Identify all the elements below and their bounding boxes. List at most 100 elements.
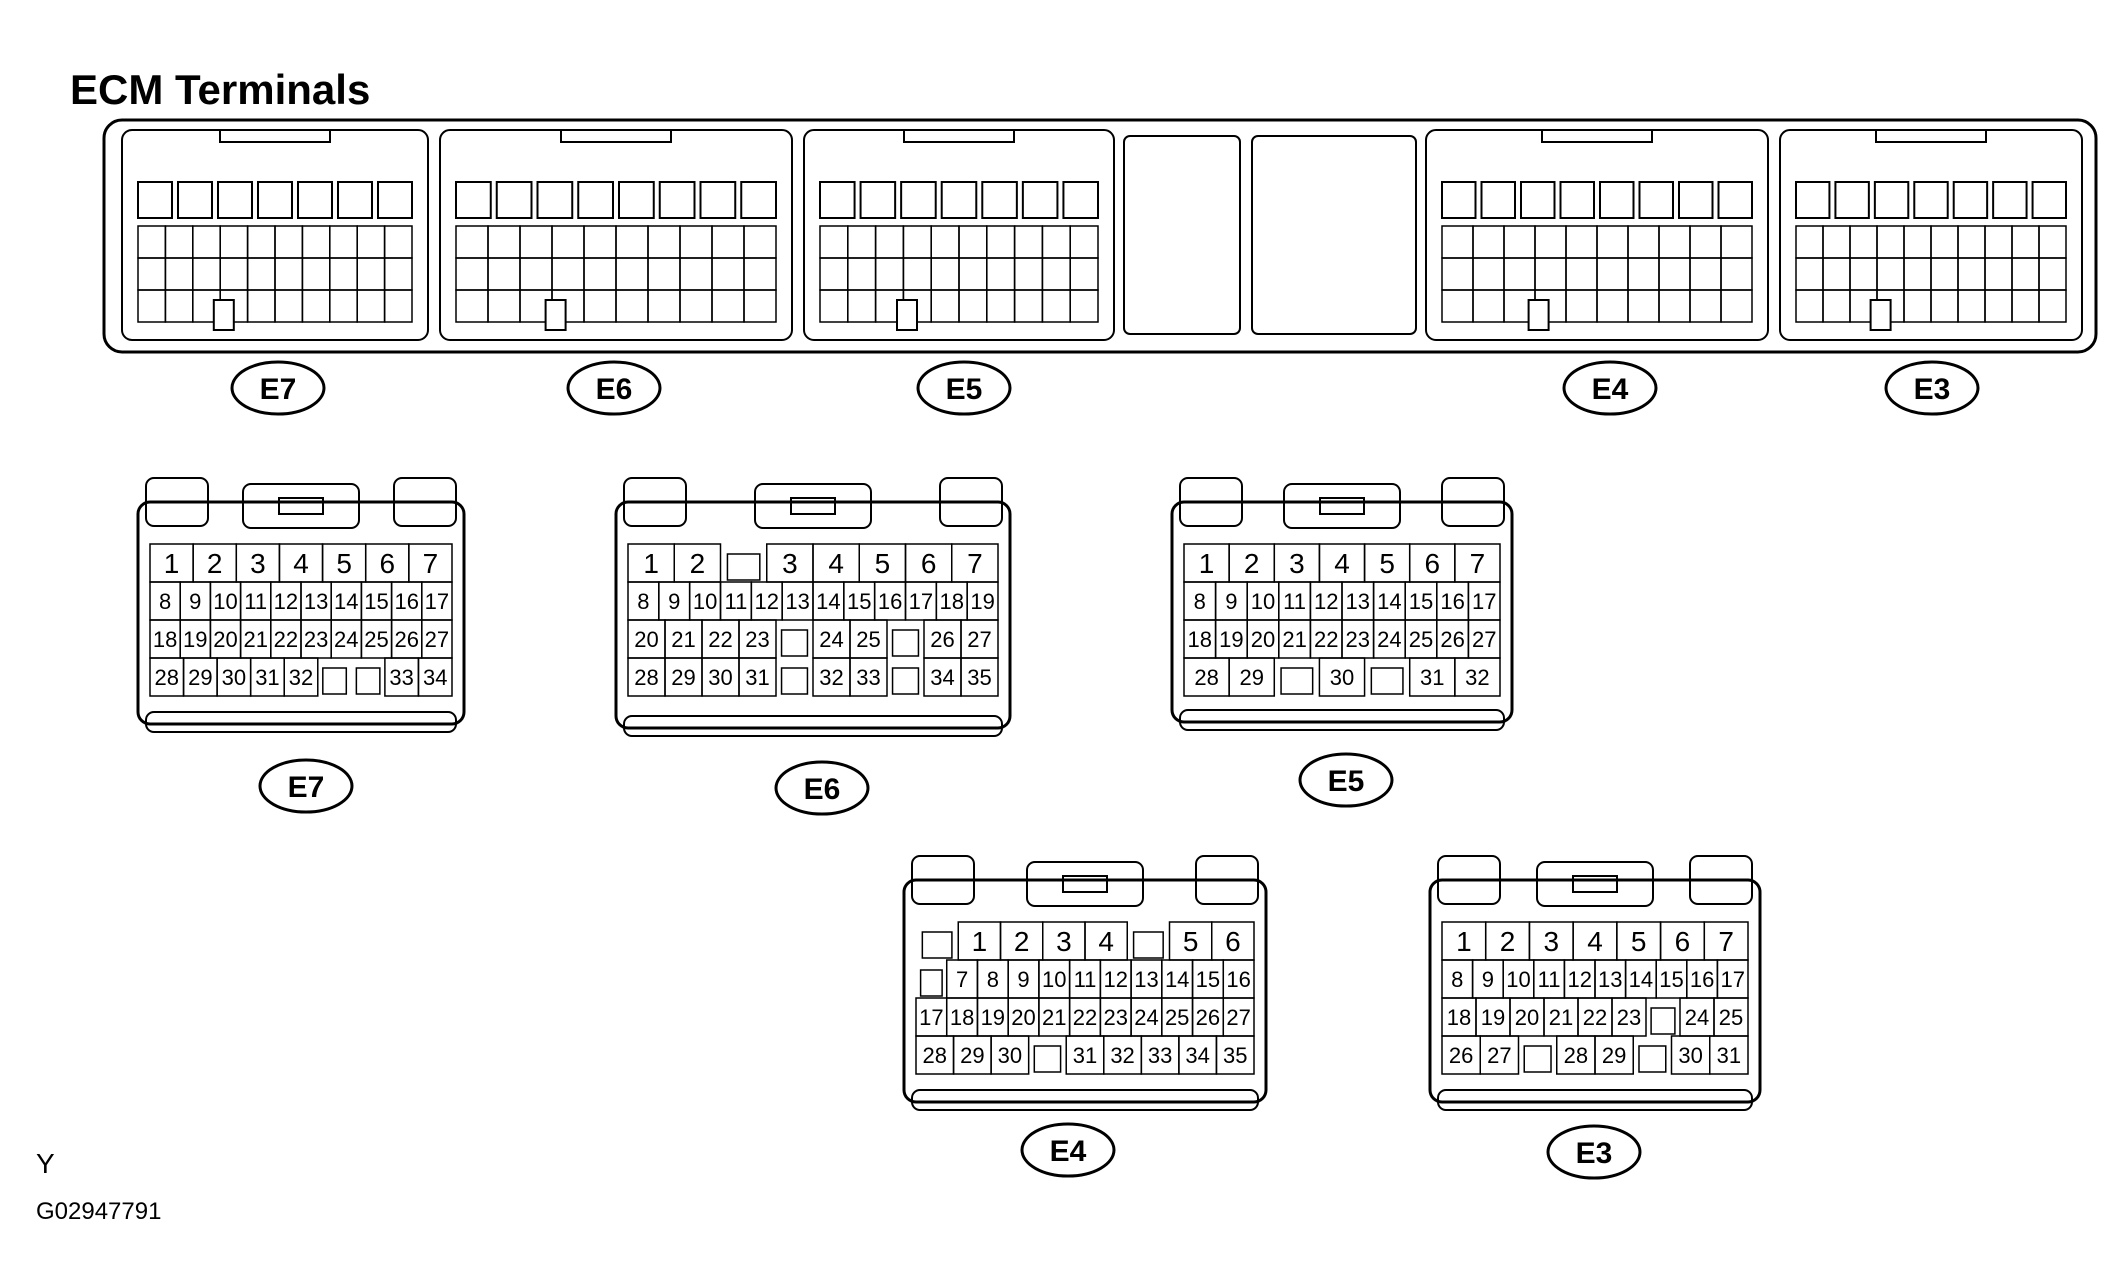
pin-number: 34 bbox=[423, 665, 447, 690]
connector-latch bbox=[1536, 861, 1654, 907]
ecm-terminal-cell bbox=[301, 257, 331, 291]
ecm-terminal-cell bbox=[1441, 257, 1474, 291]
pin-number: 15 bbox=[847, 589, 871, 614]
connector-latch bbox=[242, 483, 360, 529]
pin-number: 18 bbox=[940, 589, 964, 614]
pin-number: 35 bbox=[1223, 1043, 1247, 1068]
pin-number: 31 bbox=[1717, 1043, 1741, 1068]
pin-number: 6 bbox=[1424, 548, 1440, 579]
pin-number: 21 bbox=[243, 627, 267, 652]
pin-number: 18 bbox=[153, 627, 177, 652]
connector-body bbox=[136, 500, 466, 726]
pin-number: 12 bbox=[755, 589, 779, 614]
pin-number: 10 bbox=[1251, 589, 1275, 614]
ecm-terminal-cell bbox=[583, 257, 617, 291]
ecm-terminal-cell bbox=[1717, 181, 1753, 219]
pin-cell bbox=[417, 657, 453, 697]
ecm-terminal-cell bbox=[219, 225, 249, 259]
pin-number: 2 bbox=[1014, 926, 1030, 957]
pin-number: 4 bbox=[1587, 926, 1603, 957]
pin-number: 5 bbox=[1379, 548, 1395, 579]
pin-number: 13 bbox=[1134, 967, 1158, 992]
pin-number: 32 bbox=[289, 665, 313, 690]
ecm-terminal-cell bbox=[337, 181, 373, 219]
pin-number: 7 bbox=[956, 967, 968, 992]
pin-number: 21 bbox=[1042, 1005, 1066, 1030]
pin-number: 30 bbox=[1330, 665, 1354, 690]
pin-number: 19 bbox=[1219, 627, 1243, 652]
connector-body bbox=[1428, 878, 1762, 1104]
ecm-terminal-cell bbox=[164, 257, 194, 291]
ecm-terminal-cell bbox=[329, 257, 358, 291]
pin-number: 27 bbox=[425, 627, 449, 652]
pin-number: 30 bbox=[222, 665, 246, 690]
pin-number: 32 bbox=[819, 665, 843, 690]
ecm-terminal-cell bbox=[274, 225, 304, 259]
ecm-terminal-cell bbox=[1876, 225, 1905, 259]
pin-cell bbox=[1215, 1035, 1255, 1075]
pin-number: 22 bbox=[1583, 1005, 1607, 1030]
ecm-terminal-cell bbox=[2038, 225, 2067, 259]
ecm-empty-cavity bbox=[1123, 135, 1241, 335]
ecm-terminal-cell bbox=[377, 181, 413, 219]
pin-number: 17 bbox=[1720, 967, 1744, 992]
pin-number: 30 bbox=[998, 1043, 1022, 1068]
pin-number: 15 bbox=[1409, 589, 1433, 614]
ecm-terminal-cell bbox=[743, 225, 777, 259]
ecm-terminal-cell bbox=[1658, 257, 1691, 291]
ecm-terminal-cell bbox=[246, 225, 276, 259]
pin-number: 28 bbox=[1564, 1043, 1588, 1068]
pin-number: 28 bbox=[1194, 665, 1218, 690]
ecm-terminal-cell bbox=[2031, 181, 2067, 219]
ecm-block bbox=[1425, 129, 1769, 341]
pin-number: 3 bbox=[1289, 548, 1305, 579]
ecm-terminal-cell bbox=[551, 257, 585, 291]
ecm-terminal-cell bbox=[1903, 289, 1932, 323]
ecm-terminal-cell bbox=[177, 181, 213, 219]
connector-label-e6: E6 bbox=[774, 760, 870, 816]
pin-number: 3 bbox=[250, 548, 266, 579]
ecm-terminal-cell bbox=[1834, 181, 1870, 219]
pin-number: 35 bbox=[967, 665, 991, 690]
ecm-terminal-cell bbox=[2038, 257, 2067, 291]
pin-number: 12 bbox=[1314, 589, 1338, 614]
ecm-terminal-cell bbox=[1627, 225, 1660, 259]
ecm-terminal-cell bbox=[1520, 181, 1556, 219]
ecm-terminal-cell bbox=[217, 181, 253, 219]
connector-label-text: E3 bbox=[1576, 1137, 1613, 1170]
ecm-terminal-cell bbox=[819, 181, 856, 219]
pin-number: 18 bbox=[950, 1005, 974, 1030]
pin-number: 26 bbox=[1440, 627, 1464, 652]
pin-number: 9 bbox=[189, 589, 201, 614]
blank-cavity bbox=[1280, 667, 1314, 695]
connector-label-text: E4 bbox=[1050, 1135, 1087, 1168]
ecm-terminal-cell bbox=[246, 289, 276, 323]
pin-number: 7 bbox=[1718, 926, 1734, 957]
pin-number: 31 bbox=[255, 665, 279, 690]
pin-number: 33 bbox=[1148, 1043, 1172, 1068]
ecm-terminal-cell bbox=[487, 289, 521, 323]
blank-cavity bbox=[891, 667, 920, 695]
ecm-terminal-cell bbox=[930, 257, 960, 291]
ecm-terminal-cell bbox=[847, 289, 877, 323]
ecm-terminal-cell bbox=[1689, 289, 1722, 323]
ecm-terminal-cell bbox=[711, 289, 745, 323]
pin-number: 1 bbox=[1199, 548, 1215, 579]
pin-number: 14 bbox=[1165, 967, 1189, 992]
pin-number: 4 bbox=[293, 548, 309, 579]
ecm-terminal-cell bbox=[1720, 289, 1753, 323]
ecm-terminal-cell bbox=[257, 181, 293, 219]
ecm-terminal-cell bbox=[1903, 225, 1932, 259]
pin-number: 25 bbox=[1165, 1005, 1189, 1030]
ecm-terminal-cell bbox=[1930, 225, 1959, 259]
pin-number: 12 bbox=[1103, 967, 1127, 992]
pin-number: 6 bbox=[1675, 926, 1691, 957]
pin-number: 5 bbox=[1183, 926, 1199, 957]
ecm-terminal-cell bbox=[679, 289, 713, 323]
pin-number: 20 bbox=[1011, 1005, 1035, 1030]
